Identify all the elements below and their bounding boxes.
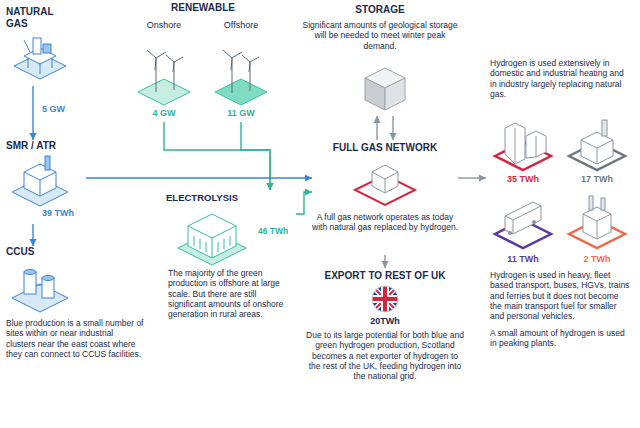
gas-platform-icon <box>14 38 66 79</box>
offshore-wind-icon <box>215 50 267 105</box>
uk-flag-icon <box>370 284 400 314</box>
node-heading: ELECTROLYSIS <box>166 192 256 204</box>
node-heading: RENEWABLE <box>128 2 278 14</box>
node-body-text: A small amount of hydrogen is used in pe… <box>490 328 630 349</box>
source-node: Onshore 4 GW <box>128 20 200 122</box>
node-heading: FULL GAS NETWORK <box>312 142 458 154</box>
flow-arrow <box>29 86 36 140</box>
flow-line <box>241 122 270 190</box>
arrow-head <box>305 174 312 181</box>
flow-arrow <box>389 116 396 140</box>
peaking-plant-icon <box>569 196 625 248</box>
value-label: 46 TWh <box>258 226 296 236</box>
node-body-text: Hydrogen is used in heavy, fleet based t… <box>490 270 630 322</box>
edge-label: 5 GW <box>40 104 67 115</box>
node-heading: 17 TWh <box>562 174 632 185</box>
arrow-head <box>305 188 312 195</box>
node-body-text: Due to its large potential for both blue… <box>305 330 465 382</box>
node-heading: 2 TWh <box>562 254 632 265</box>
storage-node: STORAGE Significant amounts of geological… <box>300 4 460 116</box>
storage-cube-icon <box>365 68 405 110</box>
flow-arrow <box>164 122 274 190</box>
process-node: SMR / ATR 39 TWh <box>6 140 86 224</box>
end-use-node: 35 TWh <box>488 112 558 188</box>
end-use-group: Hydrogen is used extensively in domestic… <box>486 58 634 368</box>
node-body-text: Significant amounts of geological storag… <box>300 20 460 51</box>
heating-buildings-icon <box>495 123 551 170</box>
arrow-head <box>29 239 36 246</box>
flow-line <box>32 86 33 140</box>
node-body-text: Blue production is a small number of sit… <box>6 318 144 359</box>
network-node: FULL GAS NETWORK A full gas network opera… <box>312 140 458 255</box>
flow-arrow <box>241 122 274 190</box>
smr-plant-icon <box>12 156 68 206</box>
flow-arrow <box>86 174 312 181</box>
node-heading: EXPORT TO REST OF UK <box>305 270 465 282</box>
node-body-text: A full gas network operates as today wit… <box>312 212 458 233</box>
flow-arrow <box>296 188 312 214</box>
value-label: 20TWh <box>305 316 465 327</box>
node-heading: NATURAL GAS <box>6 6 64 30</box>
transport-icon <box>495 202 551 248</box>
node-heading: SMR / ATR <box>6 140 86 152</box>
flow-line <box>164 122 270 190</box>
source-node: NATURAL GAS <box>6 6 76 86</box>
export-node: EXPORT TO REST OF UK 20TWhDue to its larg… <box>305 268 465 420</box>
node-heading: 11 TWh <box>488 254 558 265</box>
arrow-head <box>373 116 380 123</box>
gas-network-icon <box>355 165 415 205</box>
node-body-text: Onshore <box>128 20 200 31</box>
source-group: RENEWABLE Onshore 4 GW Offshore 11 GW <box>128 2 278 122</box>
value-label: 39 TWh <box>42 208 86 219</box>
arrow-head <box>266 183 273 190</box>
node-heading: CCUS <box>6 246 126 258</box>
node-body-text: Hydrogen is used extensively in domestic… <box>490 58 630 99</box>
value-label: 11 GW <box>204 108 278 119</box>
flow-arrow <box>458 174 486 181</box>
node-heading: 35 TWh <box>488 174 558 185</box>
process-node: CCUS Blue production is a small number of… <box>6 246 146 418</box>
node-body-text: Offshore <box>204 20 278 31</box>
arrow-head <box>29 133 36 140</box>
value-label: 4 GW <box>128 108 200 119</box>
arrow-head <box>266 183 273 190</box>
end-use-node: 2 TWh <box>562 192 632 268</box>
flow-line <box>86 177 312 178</box>
industry-icon <box>569 120 625 170</box>
process-node: ELECTROLYSIS 46 TWhThe majority of the gr… <box>166 190 296 335</box>
flow-arrow <box>29 224 36 246</box>
flow-arrow <box>381 255 388 268</box>
node-body-text: The majority of the green production is … <box>168 268 294 320</box>
source-node: Offshore 11 GW <box>204 20 278 122</box>
onshore-wind-icon <box>138 50 190 105</box>
arrow-head <box>479 174 486 181</box>
node-heading: STORAGE <box>300 4 460 16</box>
electrolysis-plant-icon <box>178 214 246 265</box>
flow-arrow <box>373 116 380 140</box>
flow-line <box>296 192 312 214</box>
end-use-node: 17 TWh <box>562 112 632 188</box>
ccus-facility-icon <box>12 270 68 313</box>
arrow-head <box>381 261 388 268</box>
arrow-head <box>389 133 396 140</box>
end-use-node: 11 TWh <box>488 192 558 268</box>
